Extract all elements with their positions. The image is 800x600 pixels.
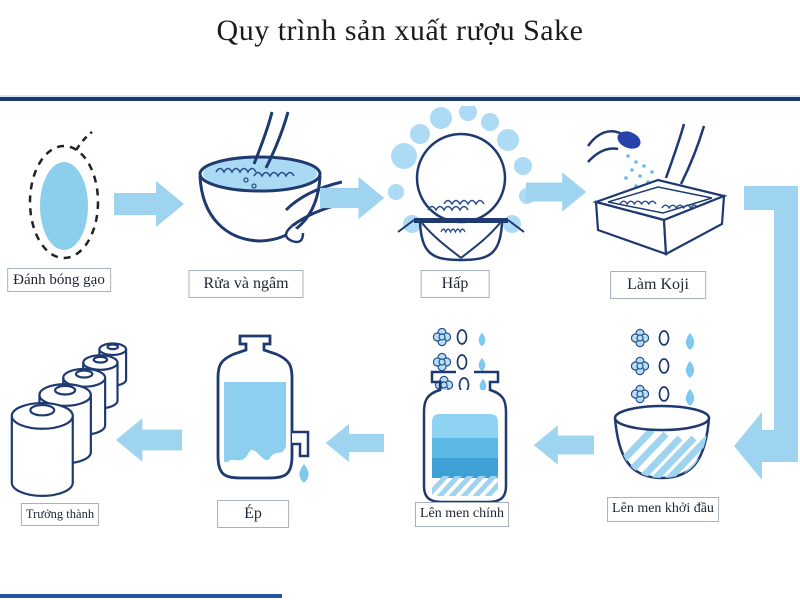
steam-pot-icon <box>386 106 536 268</box>
step-label-starter-ferment: Lên men khởi đầu <box>607 497 719 522</box>
step-label-maturing: Trưởng thành <box>20 503 100 526</box>
step-label-koji: Làm Koji <box>610 271 706 299</box>
arrow-left-2-icon <box>324 418 384 468</box>
title-divider-line <box>0 95 800 101</box>
wash-bowl-icon <box>184 110 342 266</box>
starter-ferment-tub-icon <box>606 326 718 494</box>
arrow-left-3-icon <box>114 414 182 466</box>
step-label-steam: Hấp <box>420 270 490 298</box>
arrow-right-1-icon <box>114 178 186 230</box>
corner-arrow-down-icon <box>732 184 800 482</box>
rice-grain-icon <box>16 128 112 264</box>
step-label-wash-soak: Rửa và ngâm <box>188 270 304 298</box>
koji-tray-icon <box>586 122 736 264</box>
main-ferment-jar-icon <box>412 328 518 504</box>
arrow-left-1-icon <box>532 420 594 470</box>
arrow-right-2-icon <box>320 172 386 224</box>
press-jug-icon <box>202 334 314 496</box>
step-label-polish-rice: Đánh bóng gạo <box>7 268 111 293</box>
arrow-right-3-icon <box>526 168 588 216</box>
step-label-press: Ép <box>217 500 289 528</box>
diagram-title: Quy trình sản xuất rượu Sake <box>216 14 584 47</box>
bottom-accent-line <box>0 594 282 598</box>
maturing-barrels-icon <box>8 328 128 500</box>
step-label-main-ferment: Lên men chính <box>415 502 509 527</box>
